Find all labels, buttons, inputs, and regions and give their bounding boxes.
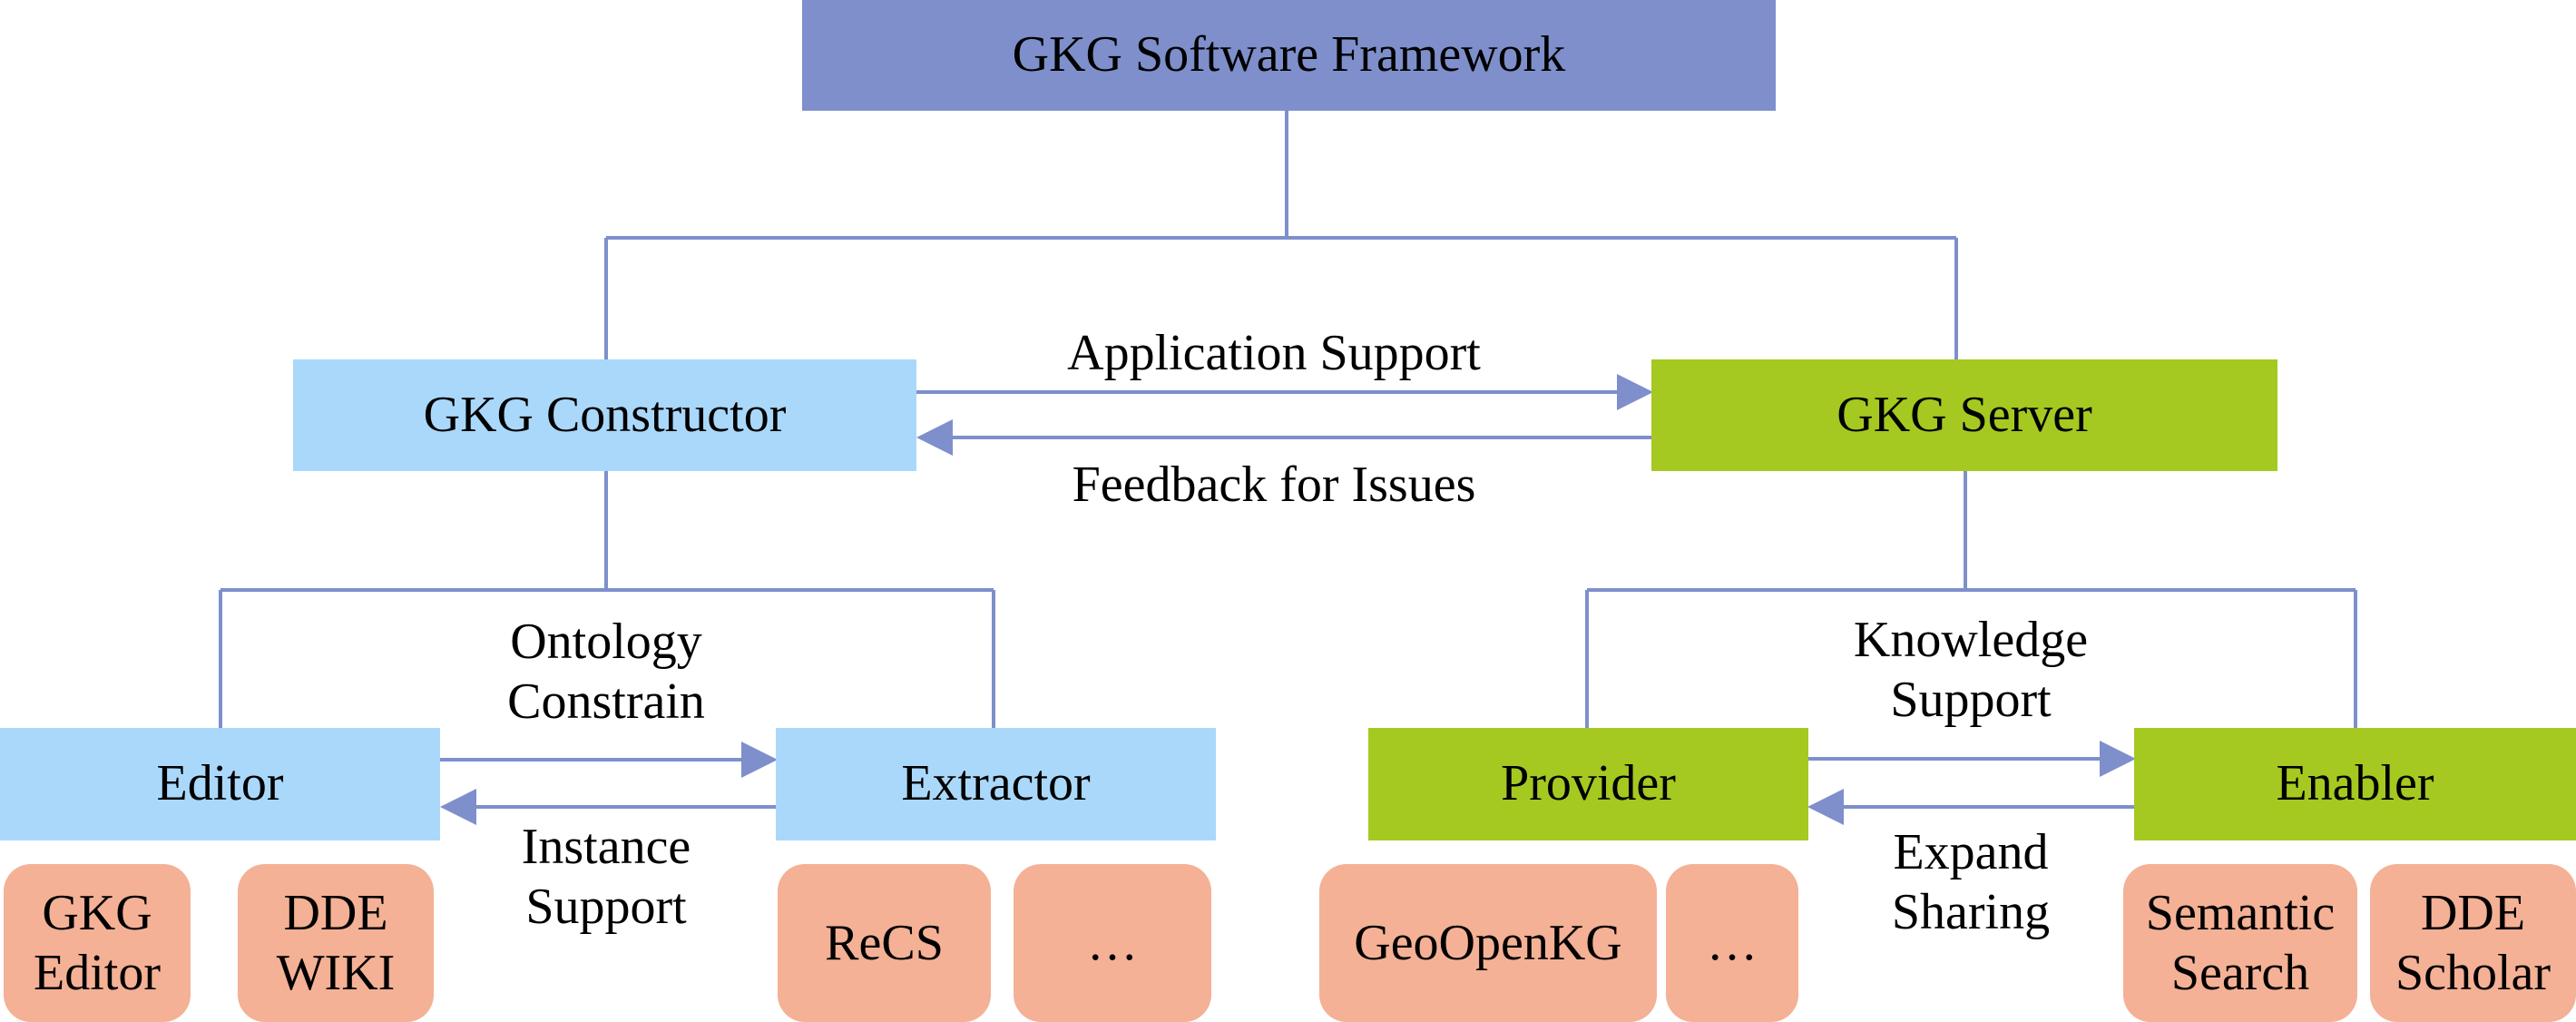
label-expand-sharing: Expand Sharing xyxy=(1891,824,2051,941)
constructor-label: GKG Constructor xyxy=(423,386,787,443)
tool-geoopenkg: GeoOpenKG xyxy=(1319,864,1657,1022)
tool-line: Scholar xyxy=(2395,945,2552,1001)
constructor-box: GKG Constructor xyxy=(293,359,916,471)
extractor-box: Extractor xyxy=(776,728,1216,840)
provider-label: Provider xyxy=(1501,755,1676,812)
tool-line: Semantic xyxy=(2145,884,2336,941)
tool-line: … xyxy=(1707,914,1758,971)
enabler-label: Enabler xyxy=(2276,755,2434,812)
tool-line: GKG xyxy=(42,884,152,941)
tool-recs: ReCS xyxy=(778,864,991,1022)
label-instance-support: Instance Support xyxy=(521,819,691,936)
tool-line: … xyxy=(1087,914,1138,971)
server-box: GKG Server xyxy=(1651,359,2277,471)
tool-line: DDE xyxy=(2420,884,2526,941)
tool-dde-scholar: DDE Scholar xyxy=(2370,864,2576,1022)
label-ontology-constrain: Ontology Constrain xyxy=(507,614,705,731)
label-feedback-for-issues: Feedback for Issues xyxy=(1072,457,1476,513)
provider-box: Provider xyxy=(1368,728,1808,840)
enabler-box: Enabler xyxy=(2134,728,2576,840)
tool-dde-wiki: DDE WIKI xyxy=(238,864,434,1022)
editor-box: Editor xyxy=(0,728,440,840)
tree-line-root xyxy=(604,111,1958,359)
tool-line: Editor xyxy=(34,945,161,1001)
tool-line: WIKI xyxy=(276,945,396,1001)
tree-line-constructor xyxy=(219,471,995,728)
tool-semantic-search: Semantic Search xyxy=(2123,864,2357,1022)
root-title: GKG Software Framework xyxy=(1012,26,1566,84)
editor-label: Editor xyxy=(156,755,284,812)
tool-line: Search xyxy=(2170,945,2310,1001)
tool-provider-more: … xyxy=(1666,864,1798,1022)
label-knowledge-support: Knowledge Support xyxy=(1853,612,2089,729)
tool-line: GeoOpenKG xyxy=(1354,914,1622,971)
root-box: GKG Software Framework xyxy=(802,0,1776,111)
extractor-label: Extractor xyxy=(901,755,1091,812)
tool-line: ReCS xyxy=(825,914,944,971)
tool-extractor-more: … xyxy=(1014,864,1211,1022)
tool-line: DDE xyxy=(283,884,388,941)
tool-gkg-editor: GKG Editor xyxy=(4,864,191,1022)
label-application-support: Application Support xyxy=(1067,325,1481,381)
server-label: GKG Server xyxy=(1837,386,2092,443)
tree-line-server xyxy=(1585,471,2357,728)
